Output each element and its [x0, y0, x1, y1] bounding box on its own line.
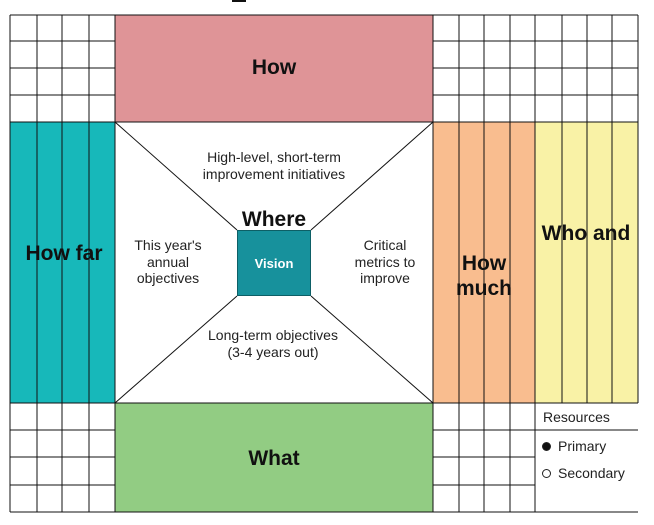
legend-secondary: Secondary: [537, 465, 637, 481]
right-quadrant-text: Critical metrics to improve: [354, 237, 416, 287]
top-quadrant-text: High-level, short-term improvement initi…: [202, 149, 346, 182]
filled-circle-icon: [542, 442, 551, 452]
vision-box: Vision: [237, 230, 311, 296]
hollow-circle-icon: [542, 469, 551, 479]
who-and-title: Who and: [541, 222, 631, 245]
cropped-title-fragment: [232, 0, 246, 2]
legend-secondary-text: Secondary: [558, 465, 625, 481]
legend-primary-text: Primary: [558, 438, 607, 454]
left-quadrant-text: This year's annual objectives: [134, 237, 202, 287]
how-panel: [115, 15, 433, 122]
where-title: Where: [241, 208, 307, 231]
how-much-title: How much: [455, 252, 512, 300]
legend-primary: Primary: [537, 438, 637, 454]
bottom-quadrant-text: Long-term objectives (3-4 years out): [208, 327, 338, 360]
diagonal-line: [310, 295, 434, 404]
center-diagonals: [114, 121, 434, 404]
how-far-title: How far: [25, 242, 103, 265]
grid-lines: [9, 14, 639, 513]
what-panel: [115, 403, 433, 512]
legend-title: Resources: [537, 409, 643, 425]
what-title: What: [248, 447, 300, 470]
legend-title-text: Resources: [543, 409, 610, 425]
diagonal-line: [114, 121, 238, 231]
how-title: How: [251, 56, 297, 79]
diagonal-line: [310, 121, 434, 231]
diagonal-line: [114, 295, 238, 404]
vision-label: Vision: [254, 255, 294, 271]
